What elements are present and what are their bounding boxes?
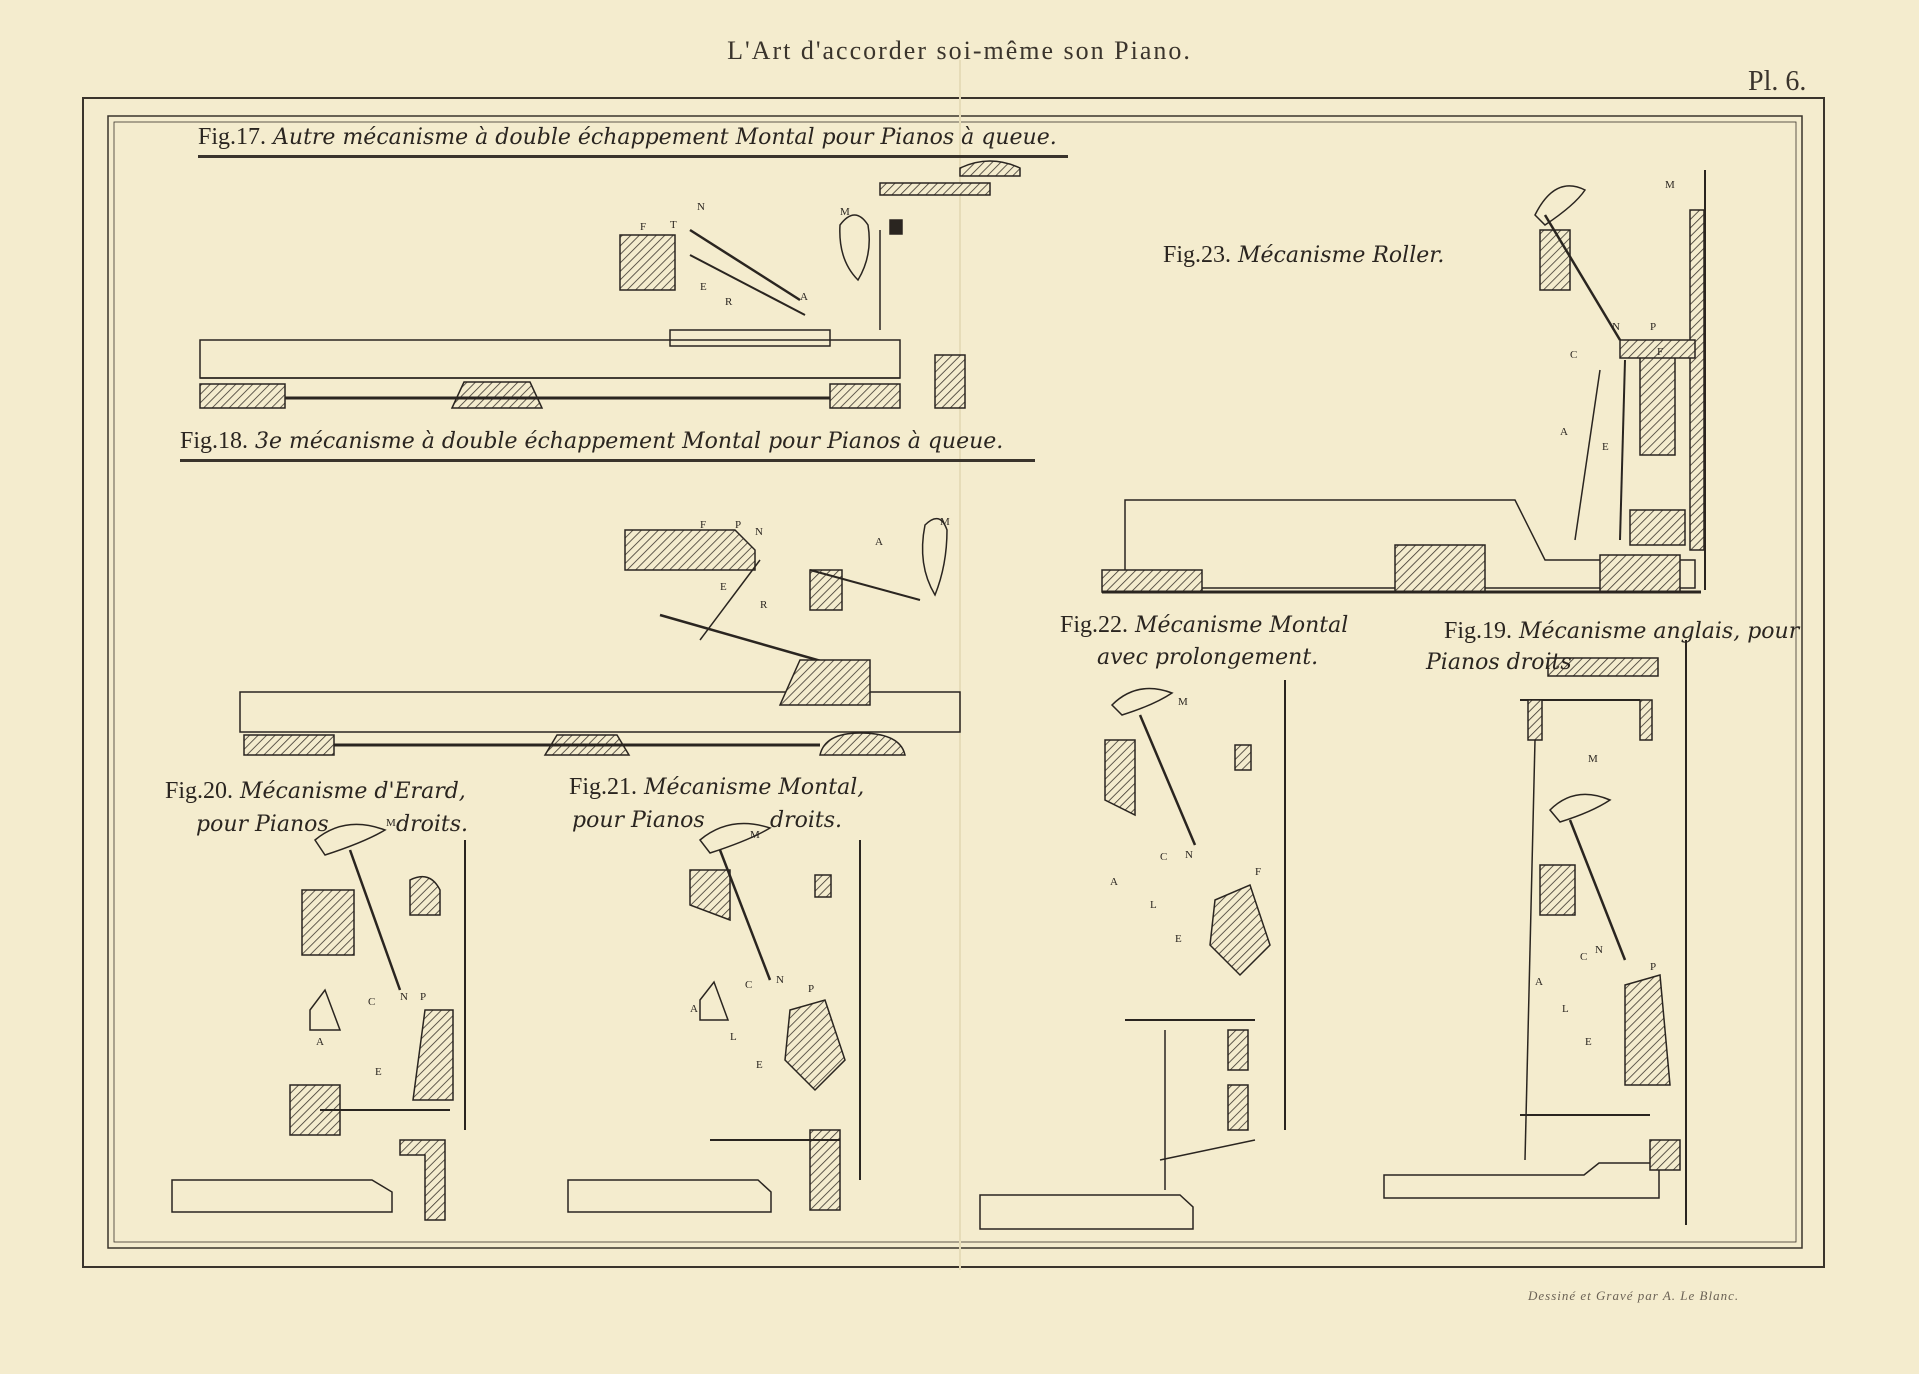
fig21-number: Fig.21. xyxy=(569,774,638,800)
plate-number: Pl. 6. xyxy=(1748,66,1807,97)
part-letter-F: F xyxy=(640,221,646,233)
part-letter-F: F xyxy=(1255,866,1261,878)
part-letter-P: P xyxy=(808,983,814,995)
fig23-number: Fig.23. xyxy=(1163,242,1232,268)
fig18-drawing xyxy=(239,517,961,756)
fig18-caption: Fig.18. 3e mécanisme à double échappemen… xyxy=(180,428,1035,462)
part-letter-F: F xyxy=(700,519,706,531)
part-letter-P: P xyxy=(1650,321,1656,333)
fig22-text: Mécanisme Montal xyxy=(1135,613,1349,638)
fig20-caption: Fig.20. Mécanisme d'Erard, xyxy=(165,778,466,805)
part-letter-N: N xyxy=(1185,849,1193,861)
part-letter-L: L xyxy=(730,1031,737,1043)
part-letter-E: E xyxy=(1585,1036,1592,1048)
part-letter-N: N xyxy=(1612,321,1620,333)
fig20-caption-line2: pour Pianos xyxy=(196,812,329,837)
fig19-drawing xyxy=(1383,640,1687,1225)
fig22-caption-line2: avec prolongement. xyxy=(1097,645,1319,670)
fig18-text: 3e mécanisme à double échappement Montal… xyxy=(255,429,1004,454)
part-letter-N: N xyxy=(755,526,763,538)
fig21-caption: Fig.21. Mécanisme Montal, xyxy=(569,774,864,801)
part-letter-C: C xyxy=(1580,951,1587,963)
fig22-drawing xyxy=(979,680,1286,1230)
part-letter-E: E xyxy=(720,581,727,593)
part-letter-C: C xyxy=(368,996,375,1008)
part-letter-T: T xyxy=(670,219,677,231)
part-letter-A: A xyxy=(316,1036,324,1048)
fig19-number: Fig.19. xyxy=(1444,618,1513,644)
part-letter-A: A xyxy=(690,1003,698,1015)
part-letter-A: A xyxy=(1560,426,1568,438)
part-letter-P: P xyxy=(420,991,426,1003)
fig22-caption: Fig.22. Mécanisme Montal xyxy=(1060,612,1348,639)
part-letter-L: L xyxy=(1150,899,1157,911)
part-letter-M: M xyxy=(750,829,760,841)
part-letter-E: E xyxy=(1602,441,1609,453)
part-letter-C: C xyxy=(1160,851,1167,863)
part-letter-A: A xyxy=(875,536,883,548)
part-letter-A: A xyxy=(1110,876,1118,888)
part-letter-E: E xyxy=(756,1059,763,1071)
fig20-drawing xyxy=(171,823,466,1221)
fig22-number: Fig.22. xyxy=(1060,612,1129,638)
inner-frame xyxy=(107,115,1803,1249)
part-letter-M: M xyxy=(840,206,850,218)
part-letter-M: M xyxy=(1588,753,1598,765)
outer-frame xyxy=(82,97,1825,1268)
fig19-caption-line2: Pianos droits xyxy=(1426,650,1572,675)
part-letter-C: C xyxy=(745,979,752,991)
part-letter-E: E xyxy=(700,281,707,293)
part-letter-C: C xyxy=(1570,349,1577,361)
fig19-caption: Fig.19. Mécanisme anglais, pour xyxy=(1444,618,1799,645)
fig23-drawing xyxy=(1101,170,1706,594)
fig23-caption: Fig.23. Mécanisme Roller. xyxy=(1163,242,1444,269)
part-letter-P: P xyxy=(1650,961,1656,973)
fig17-caption: Fig.17. Autre mécanisme à double échappe… xyxy=(198,124,1068,158)
fig21-drawing xyxy=(567,822,861,1213)
part-letter-A: A xyxy=(800,291,808,303)
fig17-number: Fig.17. xyxy=(198,124,267,150)
fig17-drawing xyxy=(199,160,1021,409)
fig19-text: Mécanisme anglais, pour xyxy=(1519,619,1800,644)
part-letter-N: N xyxy=(400,991,408,1003)
engraver-credit: Dessiné et Gravé par A. Le Blanc. xyxy=(1528,1288,1740,1303)
part-letter-N: N xyxy=(776,974,784,986)
part-letter-M: M xyxy=(940,516,950,528)
fig17-text: Autre mécanisme à double échappement Mon… xyxy=(273,125,1057,150)
part-letter-F: F xyxy=(1657,346,1663,358)
part-letter-P: P xyxy=(735,519,741,531)
part-letter-N: N xyxy=(1595,944,1603,956)
fig20-text: Mécanisme d'Erard, xyxy=(240,779,466,804)
part-letter-E: E xyxy=(1175,933,1182,945)
fig20-caption-line3: droits. xyxy=(396,812,469,837)
part-letter-A: A xyxy=(1535,976,1543,988)
fig21-caption-line2: pour Pianos xyxy=(572,808,705,833)
part-letter-R: R xyxy=(725,296,733,308)
part-letter-M: M xyxy=(1665,179,1675,191)
fig20-number: Fig.20. xyxy=(165,778,234,804)
fig21-caption-line3: droits. xyxy=(770,808,843,833)
part-letter-M: M xyxy=(386,817,396,829)
fig23-text: Mécanisme Roller. xyxy=(1238,243,1445,268)
fig21-text: Mécanisme Montal, xyxy=(644,775,865,800)
part-letter-E: E xyxy=(375,1066,382,1078)
plate-title: L'Art d'accorder soi-même son Piano. xyxy=(727,36,1192,65)
part-letter-L: L xyxy=(1562,1003,1569,1015)
part-letter-R: R xyxy=(760,599,768,611)
part-letter-M: M xyxy=(1178,696,1188,708)
part-letter-N: N xyxy=(697,201,705,213)
fig18-number: Fig.18. xyxy=(180,428,249,454)
